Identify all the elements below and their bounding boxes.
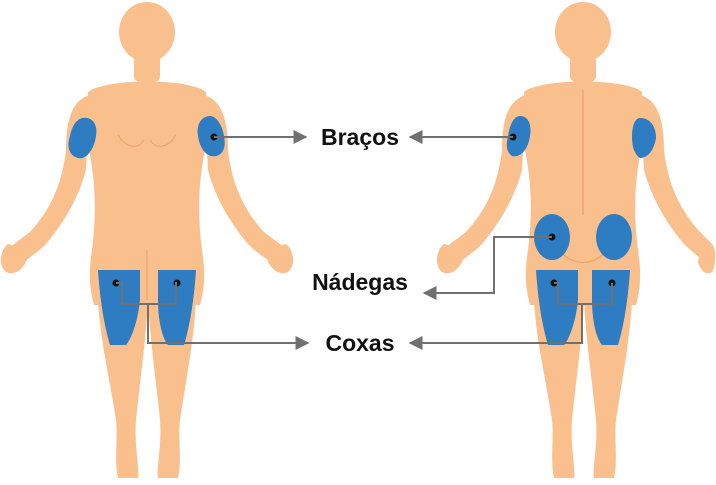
front-body-silhouette	[1, 2, 293, 478]
buttocks-label: Nádegas	[312, 269, 408, 295]
front-view-figure	[1, 2, 293, 478]
back-body-silhouette	[437, 2, 715, 478]
back-right-buttock-injection-site	[596, 214, 632, 260]
arms-label: Braços	[321, 124, 399, 150]
back-view-figure	[437, 2, 715, 478]
thighs-label: Coxas	[325, 330, 394, 356]
